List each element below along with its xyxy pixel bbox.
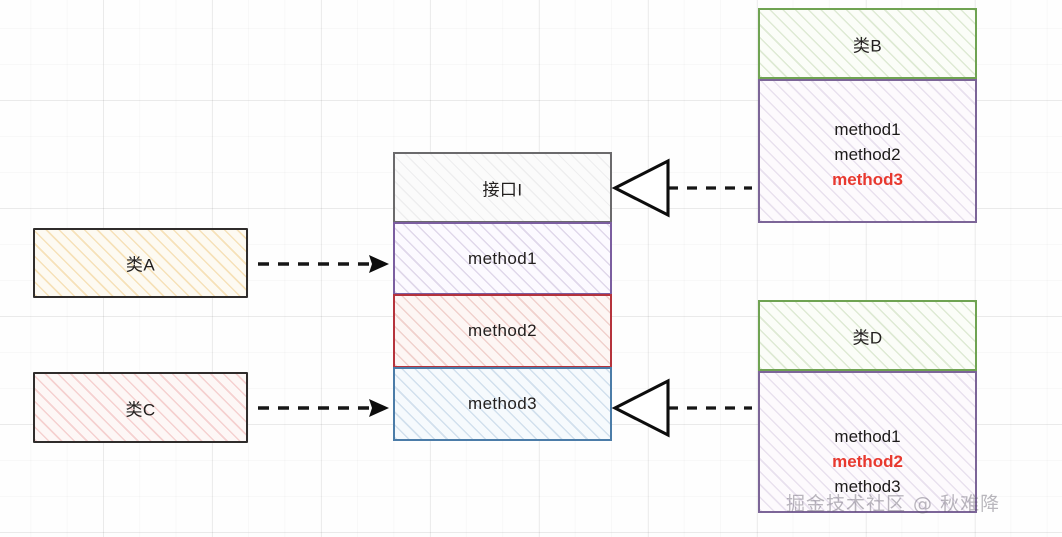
interface-row-method2[interactable]: method2 (393, 294, 612, 368)
interface-row-method3[interactable]: method3 (393, 367, 612, 441)
dependency-c-to-method3 (258, 399, 389, 417)
class-b-header[interactable]: 类B (758, 8, 977, 79)
class-d-label: 类D (852, 328, 883, 347)
class-b-method-list: method1 method2 method3 (760, 117, 975, 192)
class-d-method-list: method1 method2 method3 (760, 424, 975, 499)
realization-d-to-method3 (611, 378, 752, 438)
class-d-body[interactable]: method1 method2 method3 (758, 371, 977, 513)
class-b-method-3: method3 (832, 170, 903, 189)
realization-b-to-interface (611, 158, 752, 218)
class-d-method-2: method2 (832, 452, 903, 471)
interface-method3-label: method3 (468, 394, 537, 413)
class-b-body[interactable]: method1 method2 method3 (758, 79, 977, 223)
class-d-method-3: method3 (834, 477, 901, 496)
class-d-header[interactable]: 类D (758, 300, 977, 371)
class-c-label: 类C (125, 400, 156, 419)
class-box-c[interactable]: 类C (33, 372, 248, 443)
dependency-a-to-method1 (258, 255, 389, 273)
interface-header[interactable]: 接口I (393, 152, 612, 223)
class-b-label: 类B (852, 36, 883, 55)
interface-row-method1[interactable]: method1 (393, 222, 612, 295)
class-box-a[interactable]: 类A (33, 228, 248, 298)
class-b-method-2: method2 (834, 145, 901, 164)
interface-method2-label: method2 (468, 321, 537, 340)
class-d-method-1: method1 (834, 427, 901, 446)
interface-method1-label: method1 (468, 248, 537, 268)
class-b-method-1: method1 (834, 120, 901, 139)
watermark-text: 掘金技术社区 @ 秋难降 (786, 493, 1001, 515)
class-a-label: 类A (125, 255, 156, 275)
interface-name-label: 接口I (482, 180, 523, 199)
